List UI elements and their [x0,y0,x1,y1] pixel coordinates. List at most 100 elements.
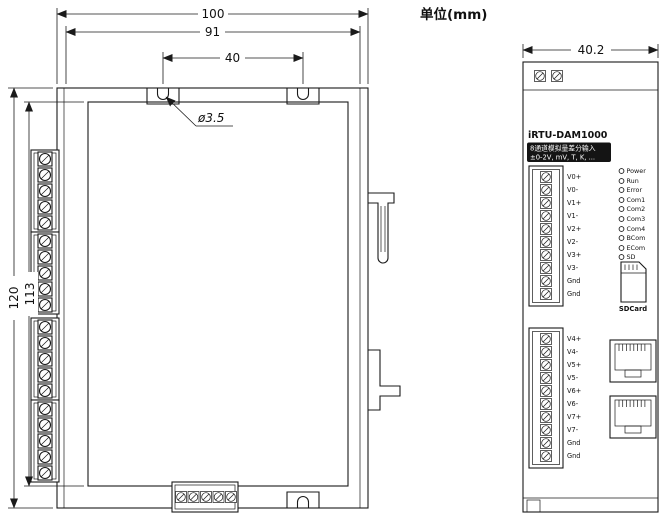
led-run-icon [618,178,625,184]
led-indicators: Power Run Error Com1 Com2 Com3 Com4 BCom… [618,167,647,261]
screw-terminal [225,491,237,503]
terminal-label: V5+ [567,361,581,369]
screw-terminal [540,346,552,358]
device-label: iRTU-DAM1000 8通道模拟量差分输入 ±0-2V, mV, T, K,… [527,130,611,162]
din-rail-clip [368,192,401,411]
screw-terminal [200,491,212,503]
terminal-strip-bottom[interactable]: V4+ V4- V5+ V5- V6+ V6- V7+ V7- Gnd Gnd [528,327,581,469]
terminal-label: V1+ [567,199,581,207]
screw-terminal [37,335,53,351]
screw-terminal [37,401,53,417]
led-label: Run [627,177,639,185]
led-sd-icon [618,254,625,260]
screw-terminal [540,398,552,410]
screw-terminal [540,249,552,261]
right-view: iRTU-DAM1000 8通道模拟量差分输入 ±0-2V, mV, T, K,… [522,61,659,513]
dim-120-label: 120 [7,287,21,310]
screw-terminal [540,372,552,384]
ethernet-ports[interactable] [609,339,657,439]
screw-terminal [534,70,546,82]
screw-terminal [37,265,53,281]
screw-terminal [37,281,53,297]
terminal-label: V2+ [567,225,581,233]
led-ecom-icon [618,245,625,251]
led-label: Error [627,186,643,194]
mounting-tabs-top [146,88,320,105]
terminal-label: V6+ [567,387,581,395]
screw-terminal [540,424,552,436]
sd-card-slot[interactable]: SDCard [619,261,647,313]
screw-terminal [37,249,53,265]
left-view: ø3.5 [30,87,401,513]
dim-100-label: 100 [202,7,225,21]
screw-terminal [540,385,552,397]
screw-terminal [540,450,552,462]
led-label: Com3 [627,215,646,223]
dimension-slot-spacing: 40 [162,50,304,84]
screw-terminal [540,236,552,248]
dim-113-label: 113 [23,283,37,306]
screw-terminal [540,411,552,423]
screw-terminal [37,351,53,367]
terminal-label: V6- [567,400,579,408]
screw-terminal [540,197,552,209]
terminal-label: V3+ [567,251,581,259]
screw-terminal [540,171,552,183]
dimension-side-width: 40.2 [522,42,659,58]
device-input-range: ±0-2V, mV, T, K, ... [530,154,595,162]
screw-terminal [540,210,552,222]
led-label: SD [627,253,636,261]
bottom-foot [526,499,541,513]
screw-terminal [551,70,563,82]
mounting-tab-bottom [286,491,320,508]
led-label: Com2 [627,205,646,213]
left-view-body [56,87,369,509]
led-label: Com1 [627,196,646,204]
screw-terminal [175,491,187,503]
led-label: BCom [627,234,646,242]
terminal-label: Gnd [567,452,580,460]
terminal-label: V2- [567,238,579,246]
label-band [527,142,611,162]
screw-terminal [540,275,552,287]
dim-91-label: 91 [205,25,220,39]
screw-terminal [540,333,552,345]
terminal-label: V5- [567,374,579,382]
screw-terminal [37,433,53,449]
rj45-port-1[interactable] [609,339,657,383]
device-model: iRTU-DAM1000 [528,130,608,141]
screw-terminal [540,359,552,371]
terminal-label: V4+ [567,335,581,343]
led-bcom-icon [618,235,625,241]
led-label: Power [627,167,647,175]
hole-callout: ø3.5 [165,96,233,127]
screw-terminal [37,417,53,433]
terminal-strip-top[interactable]: V0+ V0- V1+ V1- V2+ V2- V3+ V3- Gnd Gnd [528,165,581,307]
terminal-label: Gnd [567,277,580,285]
terminal-label: V7- [567,426,579,434]
led-label: Com4 [627,225,646,233]
screw-terminal [37,151,53,167]
screw-terminal [37,233,53,249]
led-com3-icon [618,216,625,222]
screw-terminal [540,184,552,196]
led-label: ECom [627,244,646,252]
screw-terminal [37,183,53,199]
device-subtitle: 8通道模拟量差分输入 [530,144,596,153]
screw-terminal [37,367,53,383]
terminal-label: V4- [567,348,579,356]
dim-40-2-label: 40.2 [578,43,605,57]
screw-terminal [187,491,200,503]
screw-terminal [37,465,53,481]
led-com4-icon [618,226,625,232]
rj45-port-2[interactable] [609,395,657,439]
screw-terminal [540,437,552,449]
screw-terminal [37,449,53,465]
terminal-label: Gnd [567,290,580,298]
screw-terminal [37,297,53,313]
terminal-label: V3- [567,264,579,272]
terminal-label: V1- [567,212,579,220]
terminal-label: V0+ [567,173,581,181]
led-power-icon [618,168,625,174]
